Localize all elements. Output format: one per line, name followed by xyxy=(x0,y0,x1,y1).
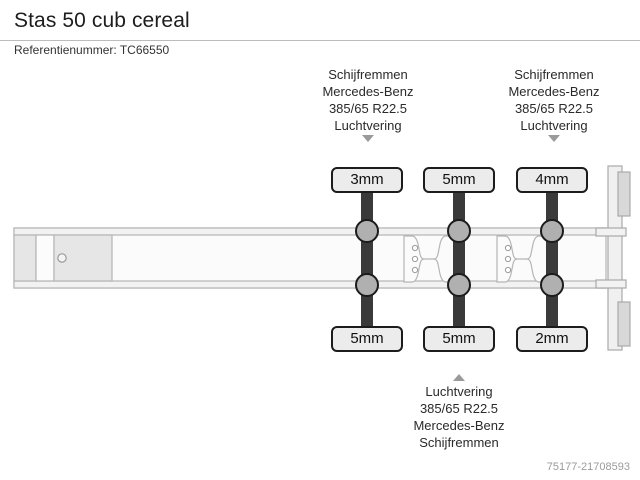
annotation-line: 385/65 R22.5 xyxy=(419,401,499,416)
annotation-line: Luchtvering xyxy=(334,118,402,133)
axle-bar-1 xyxy=(361,186,373,332)
annotation-line: Mercedes-Benz xyxy=(322,84,414,99)
annotation-block-bottom: Luchtvering 385/65 R22.5 Mercedes-Benz S… xyxy=(394,374,524,451)
suspension-hole xyxy=(504,244,512,252)
suspension-plate-2 xyxy=(496,235,548,283)
rear-crossbar xyxy=(607,165,623,351)
suspension-hole xyxy=(411,255,419,263)
annotation-line: Luchtvering xyxy=(425,384,493,399)
tread-badge-bottom-1[interactable]: 5mm xyxy=(331,326,403,352)
annotation-block-top-left: Schijfremmen Mercedes-Benz 385/65 R22.5 … xyxy=(303,66,433,142)
reference-number: Referentienummer: TC66550 xyxy=(14,43,170,57)
tread-badge-bottom-2[interactable]: 5mm xyxy=(423,326,495,352)
wheel-hub-top-1 xyxy=(355,219,379,243)
arrow-up-icon xyxy=(453,374,465,381)
wheel-hub-bottom-1 xyxy=(355,273,379,297)
chassis-body xyxy=(13,227,607,289)
chassis-rail-top xyxy=(13,227,607,236)
suspension-plate-1 xyxy=(403,235,455,283)
annotation-line: Schijfremmen xyxy=(419,435,499,450)
annotation-block-top-right: Schijfremmen Mercedes-Benz 385/65 R22.5 … xyxy=(489,66,619,142)
header: Stas 50 cub cereal Referentienummer: TC6… xyxy=(0,0,640,57)
tread-badge-top-3[interactable]: 4mm xyxy=(516,167,588,193)
axle-bar-2 xyxy=(453,186,465,332)
tread-badge-top-2[interactable]: 5mm xyxy=(423,167,495,193)
header-divider xyxy=(0,40,640,41)
chassis-rail-bottom xyxy=(13,280,607,289)
rear-bumper-tab-bottom xyxy=(617,301,631,347)
wheel-hub-bottom-3 xyxy=(540,273,564,297)
front-panel-outer xyxy=(13,234,37,282)
rear-bumper-tab-top xyxy=(617,171,631,217)
suspension-hole xyxy=(411,266,419,274)
annotation-line: Schijfremmen xyxy=(328,67,408,82)
tread-badge-top-1[interactable]: 3mm xyxy=(331,167,403,193)
rear-rail-connector-bottom xyxy=(595,279,627,289)
suspension-hole xyxy=(411,244,419,252)
arrow-down-icon xyxy=(362,135,374,142)
suspension-hole xyxy=(504,266,512,274)
suspension-hole xyxy=(504,255,512,263)
rear-rail-connector-top xyxy=(595,227,627,237)
tread-badge-bottom-3[interactable]: 2mm xyxy=(516,326,588,352)
annotation-line: Mercedes-Benz xyxy=(413,418,505,433)
axle-bar-3 xyxy=(546,186,558,332)
wheel-hub-bottom-2 xyxy=(447,273,471,297)
wheel-hub-top-2 xyxy=(447,219,471,243)
annotation-line: 385/65 R22.5 xyxy=(328,101,408,116)
annotation-line: Schijfremmen xyxy=(514,67,594,82)
annotation-line: Luchtvering xyxy=(520,118,588,133)
annotation-line: Mercedes-Benz xyxy=(508,84,600,99)
front-panel-gap xyxy=(35,234,55,282)
arrow-down-icon xyxy=(548,135,560,142)
kingpin-icon xyxy=(57,253,67,263)
page-title: Stas 50 cub cereal xyxy=(14,9,190,32)
annotation-line: 385/65 R22.5 xyxy=(514,101,594,116)
kingpin-plate xyxy=(53,234,113,282)
watermark: 75177-21708593 xyxy=(546,461,630,473)
wheel-hub-top-3 xyxy=(540,219,564,243)
